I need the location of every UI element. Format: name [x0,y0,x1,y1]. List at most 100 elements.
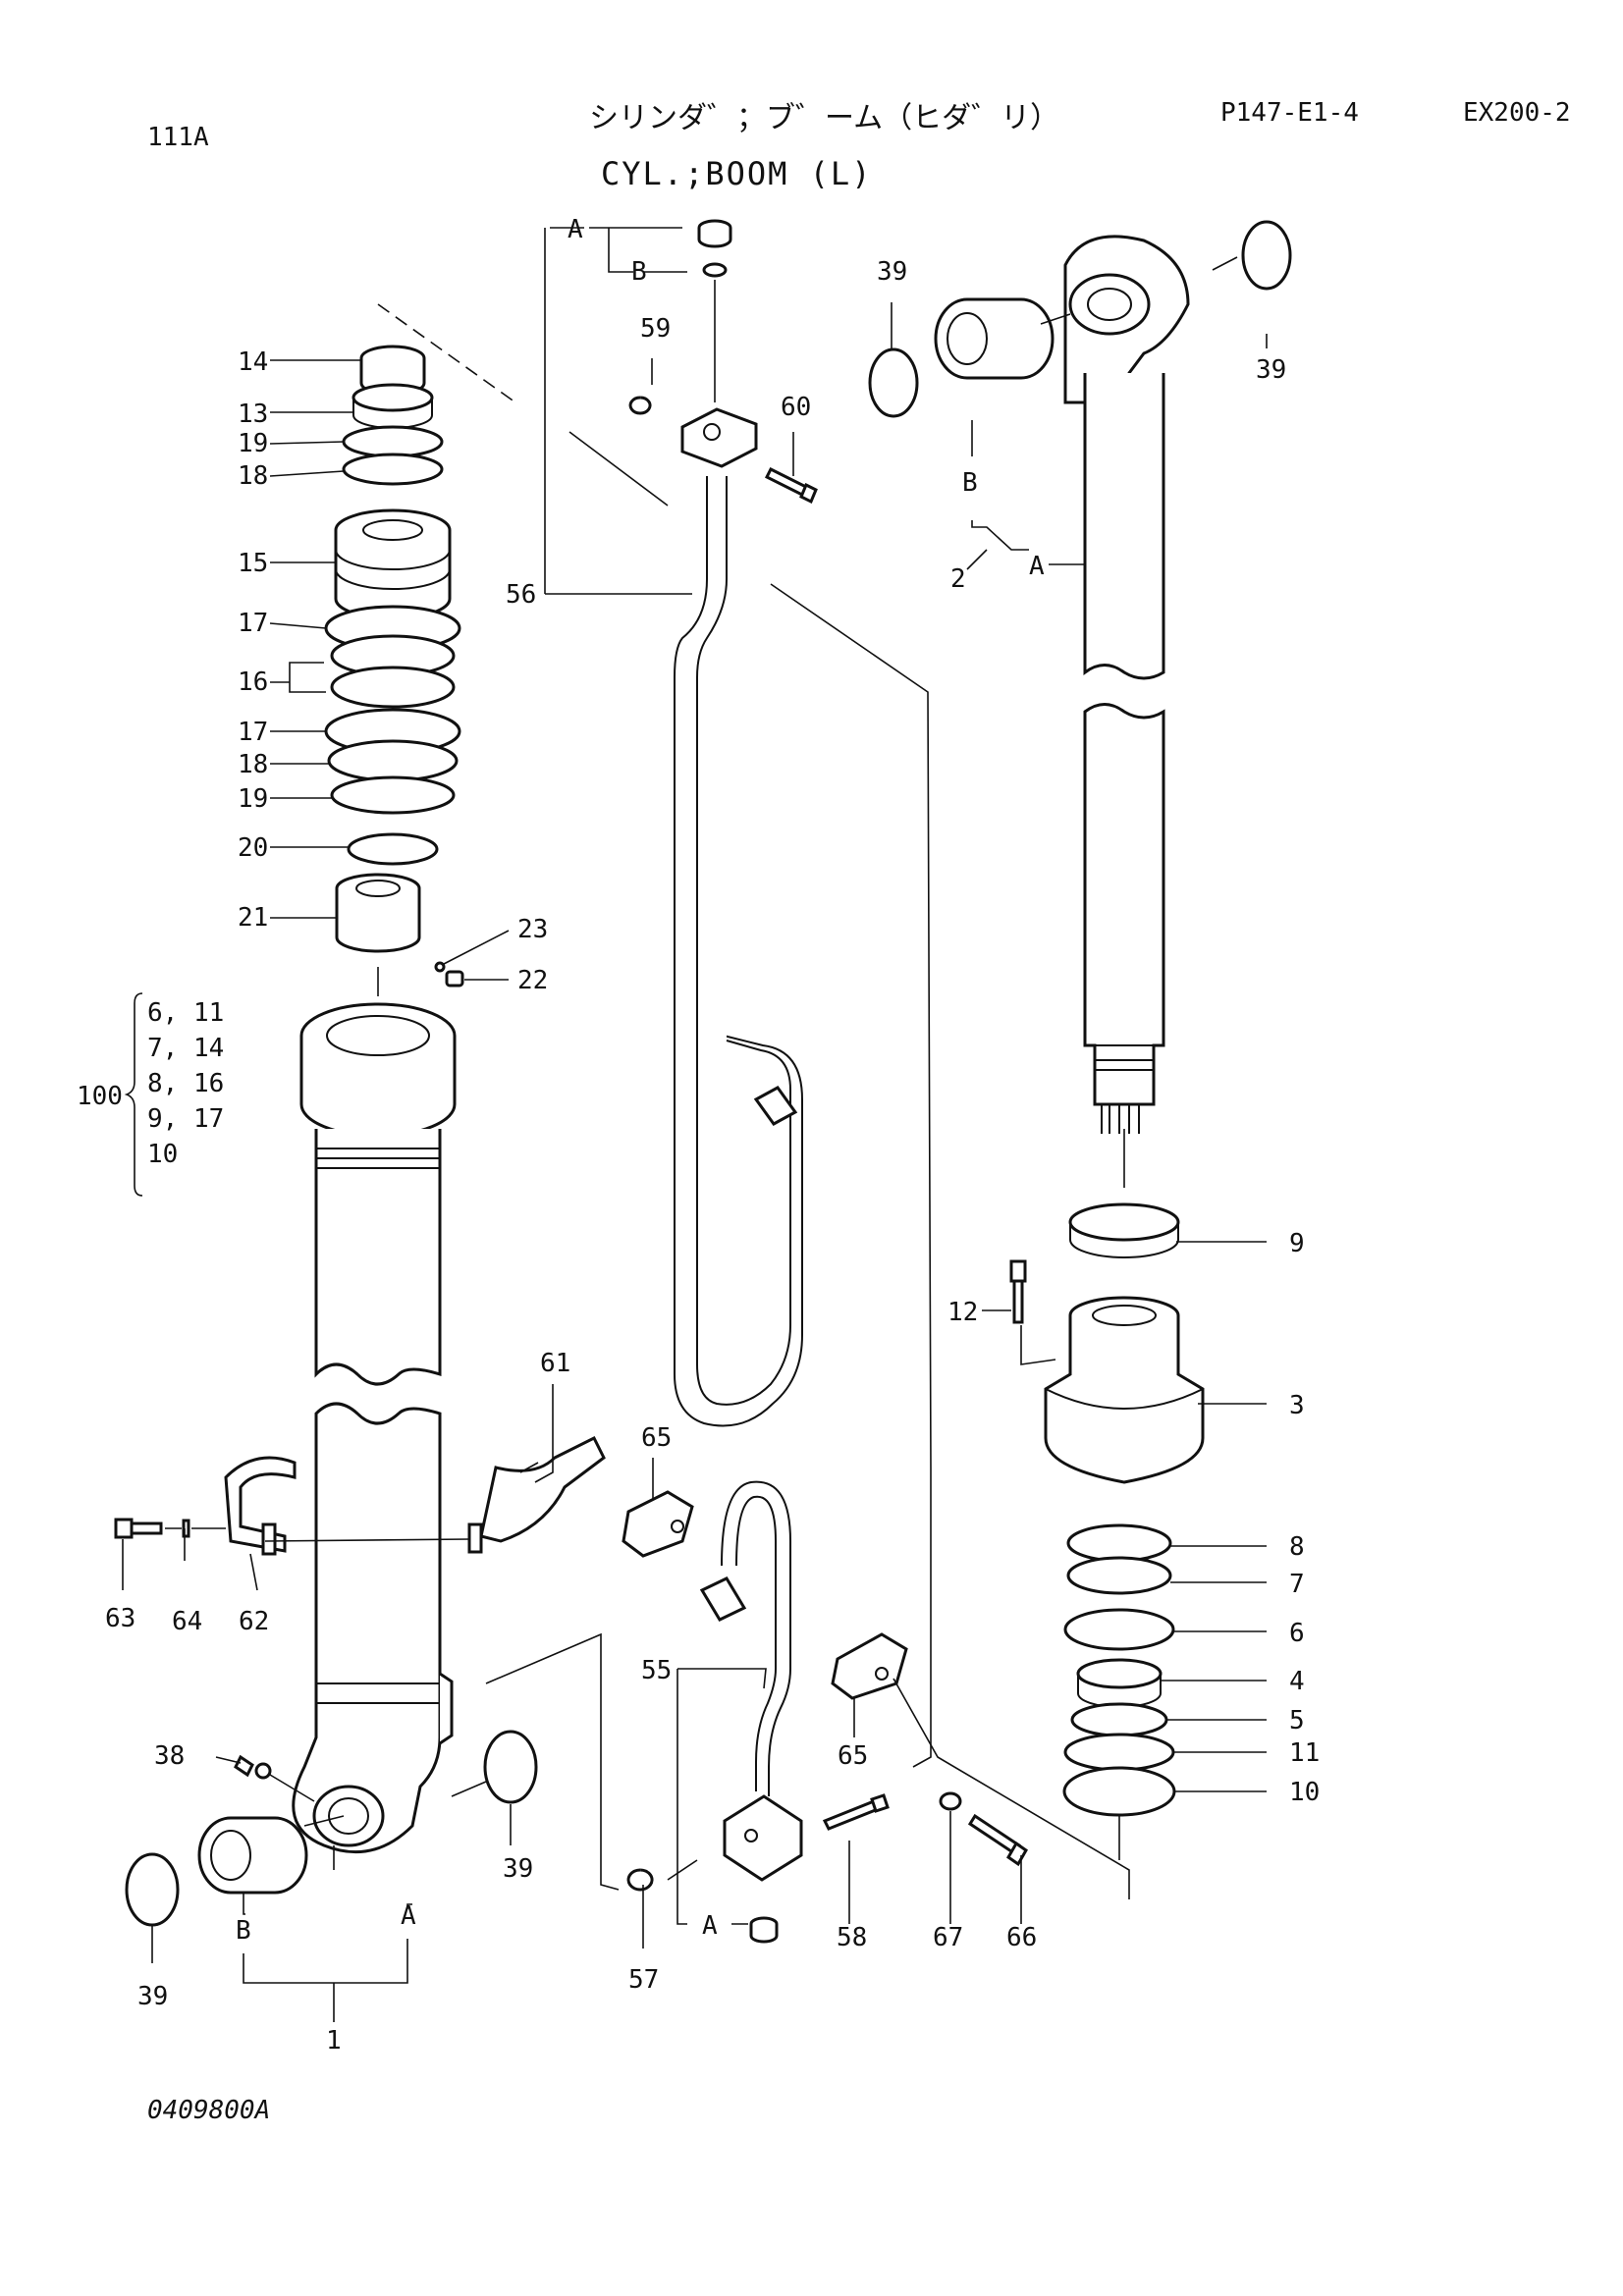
callout: 20 [238,833,268,863]
plug-A-bottom [749,1916,779,1944]
bolt-12 [1009,1259,1027,1324]
callout: A [1029,552,1045,581]
ring-18-upper [342,453,444,486]
piston-rod-upper [1083,373,1165,680]
ring-6 [1063,1608,1175,1651]
kit-100-bracket: 100 6, 11 7, 14 8, 16 9, 17 10 [77,992,224,1197]
ring-9 [1068,1202,1180,1258]
callout: 21 [238,903,268,933]
ring-19-lower [330,775,456,815]
pipe-flange-block-bottom [723,1794,803,1882]
callout: 5 [1289,1706,1305,1735]
kit-item: 10 [147,1140,178,1169]
seal-16-b [330,666,456,709]
oring-57 [626,1868,654,1892]
pipe-55 [699,1480,791,1796]
kit-item: 6, 11 [147,998,224,1028]
callout: 22 [517,966,548,995]
clip-65-upper [622,1490,694,1558]
callout: A [702,1911,718,1941]
seal-39-mid [483,1730,538,1804]
callout: 18 [238,750,268,779]
callout: 1 [326,2026,342,2056]
callout: 65 [641,1423,672,1453]
oring-B-top [702,262,728,278]
washer-64 [182,1519,190,1538]
kit-item: 9, 17 [147,1104,224,1134]
callout: 18 [238,461,268,491]
clip-65-lower [831,1632,908,1700]
callout: 14 [238,347,268,377]
callout: 17 [238,609,268,638]
rod-eye-2 [1063,235,1190,404]
callout: 57 [628,1965,659,1995]
callout: 63 [105,1604,135,1633]
callout: 13 [238,400,268,429]
callout: B [962,468,978,498]
callout: 4 [1289,1667,1305,1696]
callout: A [568,215,583,244]
title-japanese: シリンダ゛；ブ゛ーム（ヒダ゛リ） [589,101,1060,135]
callout-labels: 14 13 19 18 1 5 17 16 17 18 19 20 21 23 2… [105,215,1320,2056]
callout: 56 [506,580,536,610]
callout: B [236,1916,251,1946]
pipe-flange-block-top [680,407,758,468]
clamp-62 [224,1456,297,1556]
callout: 39 [1256,355,1286,385]
ball-23 [434,961,446,973]
cylinder-tube-1 [292,1402,454,1854]
callout: 6 [1289,1619,1305,1648]
rod-guide-3 [1044,1296,1205,1484]
callout: 12 [947,1298,978,1327]
callout: 61 [540,1349,570,1378]
callout: 62 [239,1607,269,1636]
callout: A [401,1901,416,1931]
washer-20 [347,832,439,866]
callout: 60 [781,393,811,422]
piston-rod-lower [1083,703,1165,1134]
ring-11 [1063,1733,1175,1772]
page-reference: P147-E1-4 [1220,98,1359,128]
callout: 55 [641,1656,672,1685]
washer-67 [939,1791,962,1811]
callout: 39 [503,1854,533,1884]
callout: 39 [877,257,907,287]
callout: 58 [837,1923,867,1952]
callout: 66 [1006,1923,1037,1952]
ring-7 [1066,1556,1172,1595]
bolt-60 [764,466,818,505]
cylinder-tube-upper [314,1129,442,1386]
callout: 3 [1289,1391,1305,1420]
piston-15 [334,508,452,620]
callout: 23 [517,915,548,944]
callout: 67 [933,1923,963,1952]
bushing-4 [1076,1658,1163,1708]
callout: 17 [238,718,268,747]
callout: 9 [1289,1229,1305,1258]
figure-id: 0409800A [147,2096,271,2125]
nut-21 [335,873,421,953]
callout: 38 [154,1741,185,1771]
ring-13 [352,383,434,429]
ring-18-lower [327,739,459,782]
bushing-B-left [197,1816,308,1895]
oring-59 [628,396,652,415]
callout: B [631,257,647,287]
clamp-61 [467,1435,606,1554]
ring-8 [1066,1523,1172,1563]
callout: 11 [1289,1738,1320,1768]
pipe-56 [674,476,803,1427]
seal-10 [1062,1766,1176,1817]
callout: 19 [238,429,268,458]
screw-22 [445,970,464,988]
seal-39-upper-right [1241,220,1292,291]
bushing-B-right [934,297,1055,380]
kit-number: 100 [77,1082,123,1111]
plug-A-top [697,219,732,248]
callout: 59 [640,314,671,344]
callout: 19 [238,784,268,814]
grease-fitting-38 [234,1754,272,1780]
callout: 16 [238,667,268,697]
bolt-66 [967,1813,1028,1867]
